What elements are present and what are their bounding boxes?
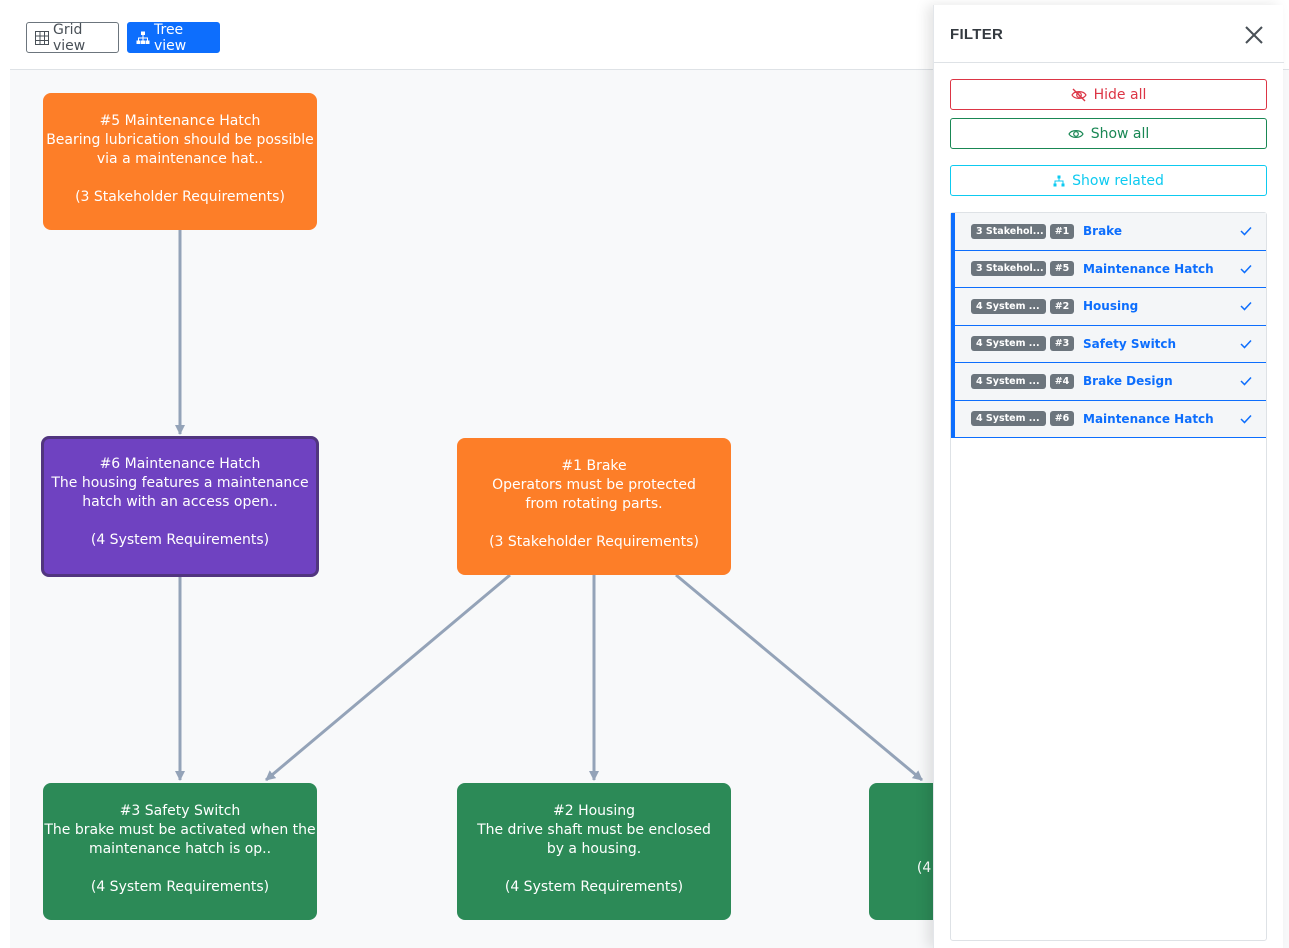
check-icon[interactable] (1240, 301, 1252, 311)
filter-title: FILTER (950, 26, 1004, 43)
number-badge: #4 (1050, 373, 1074, 389)
number-badge: #5 (1050, 261, 1074, 277)
node-description: The drive shaft must be enclosed by a ho… (477, 822, 711, 857)
show-related-button[interactable]: Show related (950, 165, 1267, 196)
filter-item[interactable]: 4 System ... #6 Maintenance Hatch (951, 400, 1266, 438)
filter-item-title: Brake Design (1083, 374, 1173, 389)
filter-panel: FILTER Hide all Show all (933, 5, 1284, 948)
type-badge: 4 System ... (971, 373, 1046, 389)
check-icon[interactable] (1240, 226, 1252, 236)
type-badge: 4 System ... (971, 298, 1046, 314)
type-badge: 3 Stakehol... (971, 223, 1046, 239)
show-all-button[interactable]: Show all (950, 118, 1267, 149)
tree-view-label: Tree view (154, 21, 187, 54)
filter-item[interactable]: 4 System ... #4 Brake Design (951, 363, 1266, 401)
filter-item[interactable]: 4 System ... #3 Safety Switch (951, 325, 1266, 363)
hide-all-label: Hide all (1093, 86, 1147, 103)
node-5-maintenance-hatch[interactable]: #5 Maintenance Hatch Bearing lubrication… (43, 93, 317, 230)
filter-item-title: Maintenance Hatch (1083, 261, 1214, 276)
check-icon[interactable] (1240, 414, 1252, 424)
show-related-label: Show related (1072, 172, 1164, 189)
number-badge: #2 (1050, 298, 1074, 314)
edge-1-to-4 (675, 573, 923, 782)
filter-item[interactable]: 3 Stakehol... #1 Brake (951, 213, 1266, 251)
number-badge: #3 (1050, 336, 1074, 352)
tree-edges (175, 230, 923, 782)
node-title: #5 Maintenance Hatch (99, 113, 261, 129)
node-title: #1 Brake (561, 458, 627, 474)
filter-header: FILTER (934, 5, 1284, 63)
node-count: (4 System Requirements) (90, 532, 270, 548)
filter-item-title: Maintenance Hatch (1083, 411, 1214, 426)
type-badge: 3 Stakehol... (971, 261, 1046, 277)
tree-view-button[interactable]: Tree view (127, 21, 220, 54)
node-3-safety-switch[interactable]: #3 Safety Switch The brake must be activ… (43, 783, 317, 920)
check-icon[interactable] (1240, 339, 1252, 349)
filter-item-title: Safety Switch (1083, 336, 1177, 351)
node-description: The brake must be activated when the mai… (44, 822, 316, 857)
node-description: Operators must be protected from rotatin… (492, 477, 696, 512)
number-badge: #1 (1050, 223, 1074, 239)
eye-icon (1068, 129, 1084, 138)
show-all-label: Show all (1090, 125, 1150, 142)
node-description: The housing features a maintenance hatch… (51, 475, 309, 510)
filter-item-list: 3 Stakehol... #1 Brake 3 Stakehol... #5 … (950, 212, 1267, 941)
node-count: (4 System Requirements) (90, 879, 270, 895)
sitemap-icon (1053, 175, 1065, 186)
edge-1-to-3 (265, 573, 511, 782)
node-title: #2 Housing (553, 803, 635, 819)
node-title: #3 Safety Switch (119, 803, 241, 819)
grid-view-label: Grid view (53, 21, 86, 54)
filter-item-title: Housing (1083, 299, 1139, 314)
grid-view-button[interactable]: Grid view (26, 21, 119, 54)
type-badge: 4 System ... (971, 336, 1046, 352)
node-title: #6 Maintenance Hatch (99, 456, 261, 472)
node-6-maintenance-hatch[interactable]: #6 Maintenance Hatch The housing feature… (41, 436, 319, 577)
sitemap-icon (136, 31, 150, 44)
filter-item[interactable]: 3 Stakehol... #5 Maintenance Hatch (951, 250, 1266, 288)
filter-item-title: Brake (1083, 224, 1122, 239)
number-badge: #6 (1050, 411, 1074, 427)
type-badge: 4 System ... (971, 411, 1046, 427)
hide-all-button[interactable]: Hide all (950, 79, 1267, 110)
filter-item[interactable]: 4 System ... #2 Housing (951, 288, 1266, 326)
node-2-housing[interactable]: #2 Housing The drive shaft must be enclo… (457, 783, 731, 920)
node-1-brake[interactable]: #1 Brake Operators must be protected fro… (457, 438, 731, 575)
close-icon[interactable] (1243, 24, 1265, 46)
eye-slash-icon (1070, 88, 1087, 101)
check-icon[interactable] (1240, 264, 1252, 274)
node-count: (3 Stakeholder Requirements) (489, 534, 699, 550)
node-count: (4 System Requirements) (504, 879, 684, 895)
node-count: (3 Stakeholder Requirements) (75, 189, 285, 205)
check-icon[interactable] (1240, 376, 1252, 386)
node-description: Bearing lubrication should be possible v… (46, 132, 314, 167)
grid-icon (35, 30, 49, 45)
